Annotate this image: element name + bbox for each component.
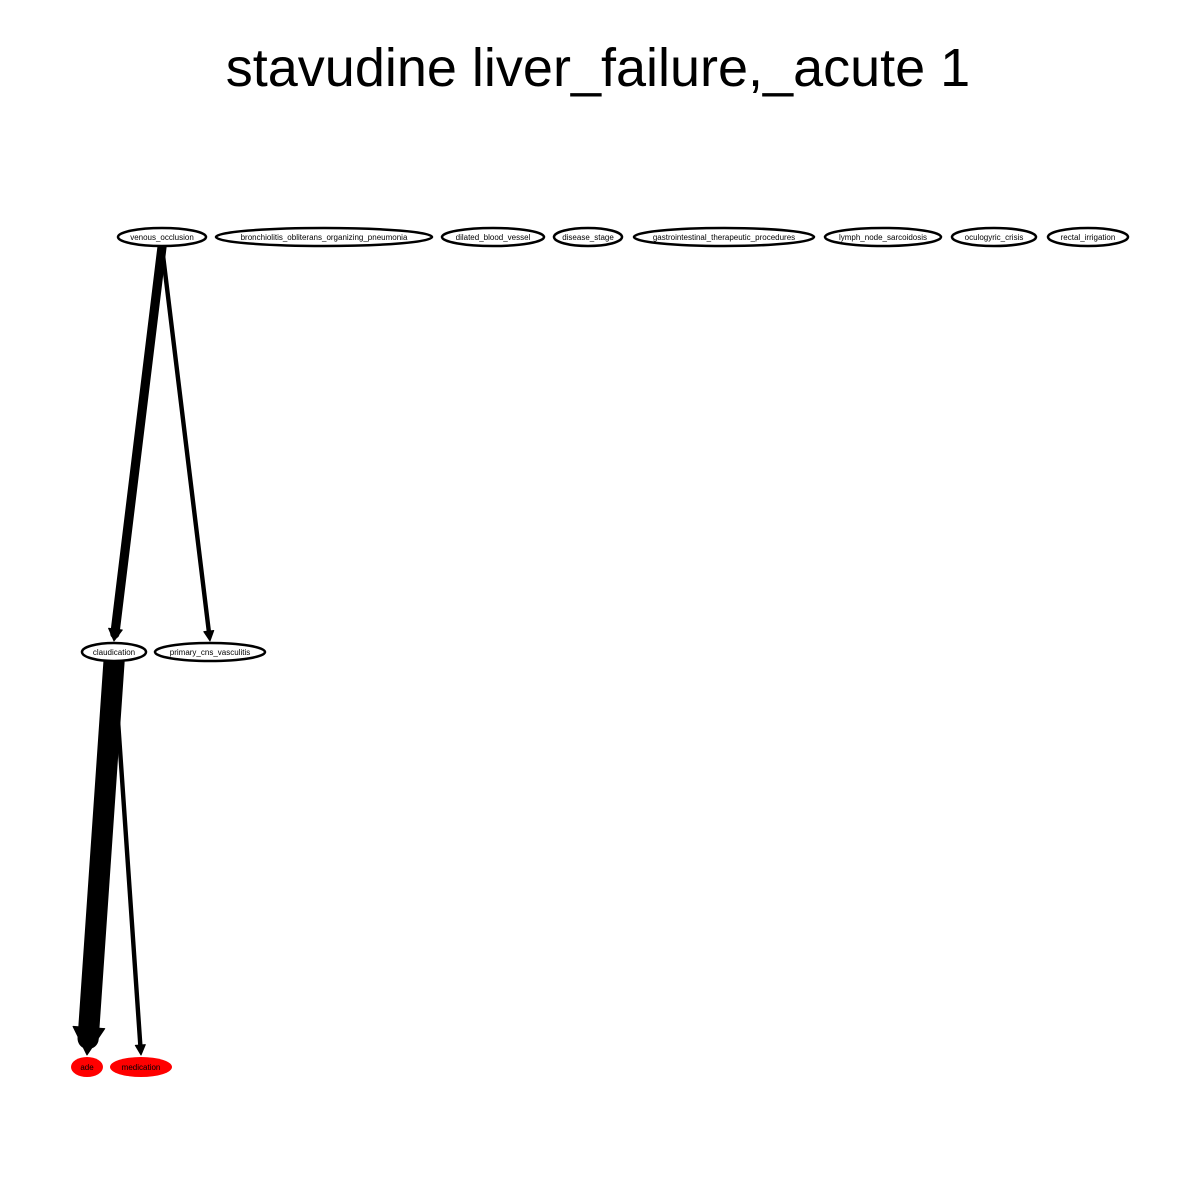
node-label: dilated_blood_vessel <box>456 233 531 242</box>
node-rectal-irrigation: rectal_irrigation <box>1046 226 1130 248</box>
node-ellipse <box>110 1057 172 1077</box>
edge-line <box>110 242 167 639</box>
node-ellipse <box>440 226 546 248</box>
node-ellipse <box>71 1057 103 1077</box>
node-label: primary_cns_vasculitis <box>170 648 250 657</box>
node-lymph-node-sarcoidosis: lymph_node_sarcoidosis <box>823 226 943 248</box>
edge-claudication-to-ade <box>72 651 125 1056</box>
edges-layer <box>72 242 215 1056</box>
node-label: lymph_node_sarcoidosis <box>839 233 927 242</box>
node-ellipse <box>116 226 208 248</box>
edge-arrowhead <box>134 1044 146 1056</box>
node-ade: ade <box>71 1057 103 1077</box>
node-label: bronchiolitis_obliterans_organizing_pneu… <box>241 233 408 242</box>
node-dilated-blood-vessel: dilated_blood_vessel <box>440 226 546 248</box>
node-disease-stage: disease_stage <box>552 226 624 248</box>
node-label: oculogyric_crisis <box>965 233 1024 242</box>
node-label: rectal_irrigation <box>1061 233 1116 242</box>
node-medication: medication <box>110 1057 172 1077</box>
edge-line <box>77 651 125 1050</box>
node-ellipse <box>552 226 624 248</box>
node-gastrointestinal-therapeutic-procedures: gastrointestinal_therapeutic_procedures <box>632 226 816 248</box>
edge-venous_occlusion-to-claudication <box>108 242 167 642</box>
edge-claudication-to-medication <box>111 659 146 1056</box>
nodes-layer: venous_occlusion bronchiolitis_obliterans… <box>71 226 1130 1077</box>
edge-arrowhead <box>72 1025 106 1056</box>
node-claudication: claudication <box>80 641 148 663</box>
diagram-title: stavudine liver_failure,_acute 1 <box>226 38 970 98</box>
node-label: venous_occlusion <box>130 233 194 242</box>
node-oculogyric-crisis: oculogyric_crisis <box>950 226 1038 248</box>
node-ellipse <box>214 226 434 248</box>
node-primary-cns-vasculitis: primary_cns_vasculitis <box>153 641 267 663</box>
node-ellipse <box>1046 226 1130 248</box>
node-label: gastrointestinal_therapeutic_procedures <box>653 233 795 242</box>
node-ellipse <box>153 641 267 663</box>
node-venous-occlusion: venous_occlusion <box>116 226 208 248</box>
edge-venous_occlusion-to-primary_cns_vasculitis <box>159 244 215 642</box>
edge-arrowhead <box>108 627 123 642</box>
node-label: disease_stage <box>562 233 614 242</box>
node-ellipse <box>632 226 816 248</box>
edge-arrowhead <box>203 629 215 642</box>
edge-line <box>111 659 143 1052</box>
edge-line <box>159 244 212 638</box>
node-label: medication <box>122 1063 161 1072</box>
node-label: ade <box>80 1063 94 1072</box>
node-ellipse <box>823 226 943 248</box>
node-ellipse <box>80 641 148 663</box>
node-ellipse <box>950 226 1038 248</box>
node-bronchiolitis-obliterans-organizing-pneumonia: bronchiolitis_obliterans_organizing_pneu… <box>214 226 434 248</box>
node-label: claudication <box>93 648 135 657</box>
